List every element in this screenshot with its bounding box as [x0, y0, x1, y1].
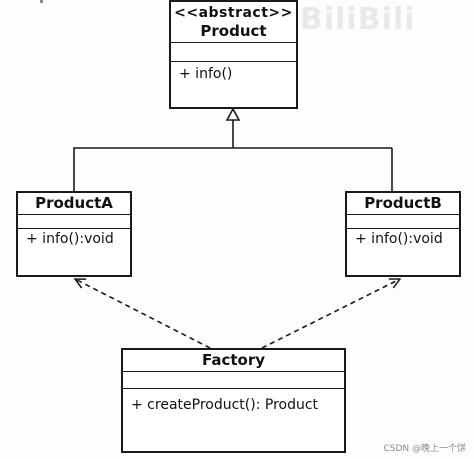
class-header: Factory — [123, 350, 344, 372]
dependency-arrow-product-a — [75, 279, 211, 349]
class-name: ProductB — [364, 194, 442, 212]
class-header: <<abstract>> Product — [171, 2, 296, 43]
methods-section: + createProduct(): Product — [123, 389, 344, 451]
class-name: Product — [200, 22, 267, 40]
stereotype-label: <<abstract>> — [174, 5, 293, 21]
watermark-caption: CSDN @晚上一个饼 — [383, 444, 466, 454]
attributes-section — [171, 43, 296, 62]
attributes-section — [123, 372, 344, 389]
class-factory: Factory + createProduct(): Product — [121, 348, 346, 453]
method-label: + info():void — [26, 231, 114, 247]
attributes-section — [347, 215, 459, 229]
class-product-b: ProductB + info():void — [345, 191, 461, 277]
generalization-line-product-a — [73, 147, 393, 191]
method-label: + createProduct(): Product — [131, 397, 319, 413]
methods-section: + info():void — [18, 229, 130, 275]
class-header: ProductA — [18, 193, 130, 215]
class-product: <<abstract>> Product + info() — [169, 0, 298, 109]
class-name: ProductA — [35, 194, 113, 212]
methods-section: + info() — [171, 62, 296, 107]
corner-mark — [40, 0, 43, 3]
watermark-logo: BiliBili — [300, 2, 416, 37]
method-label: + info():void — [355, 231, 443, 247]
class-header: ProductB — [347, 193, 459, 215]
class-name: Factory — [201, 351, 266, 369]
inheritance-arrow-icon — [225, 107, 241, 121]
class-product-a: ProductA + info():void — [16, 191, 132, 277]
attributes-section — [18, 215, 130, 229]
method-label: + info() — [179, 66, 233, 82]
dependency-arrow-product-b — [261, 279, 400, 349]
methods-section: + info():void — [347, 229, 459, 275]
